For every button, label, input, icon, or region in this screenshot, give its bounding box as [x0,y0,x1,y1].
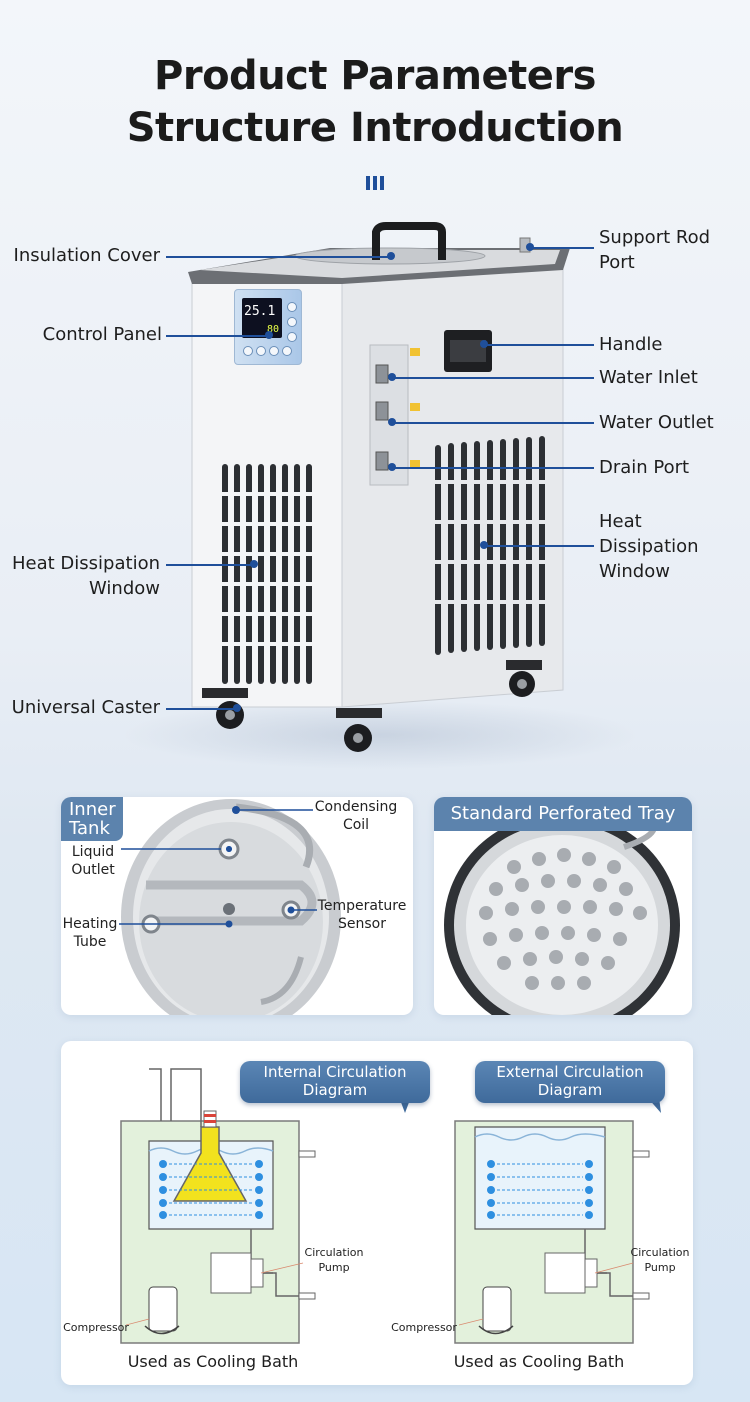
control-panel-box: 25.1 80 [234,289,302,365]
inner-tank-card: Inner Tank Condensing Coil Liquid Outlet… [61,797,413,1015]
caption-right: Used as Cooling Bath [453,1352,625,1371]
label-condensing-line-1: Condensing [314,799,398,815]
label-liquid-line-1: Liquid [71,844,115,860]
label-heat-window-right-2: Dissipation [599,536,699,557]
leader-line [166,564,252,566]
leader-dot [480,541,488,549]
label-control-panel: Control Panel [42,324,162,345]
pump-left-line-1: Circulation [304,1246,364,1259]
label-support-rod-1: Support Rod [599,227,711,248]
inner-tank-photo [119,799,341,1015]
label-temperature-sensor: Temperature Sensor [313,897,411,933]
label-insulation-cover: Insulation Cover [13,245,160,266]
leader-dot [387,252,395,260]
label-universal-caster: Universal Caster [11,697,160,718]
chiller-machine-illustration [188,222,570,752]
leader-dot [250,560,258,568]
label-condensing-coil: Condensing Coil [311,798,401,834]
leader-line [166,708,234,710]
panel-button-icon[interactable] [269,346,279,356]
leader-line [166,335,266,337]
leader-dot [526,243,534,251]
pump-left-line-2: Pump [318,1261,350,1274]
perforated-tray-photo [444,813,680,1015]
leader-line [166,256,388,258]
panel-button-icon[interactable] [287,317,297,327]
leader-dot [388,373,396,381]
label-heating-line-1: Heating [62,916,118,932]
label-heating-line-2: Tube [73,934,107,950]
title-line-2: Structure Introduction [126,105,624,151]
external-circulation-bubble: External Circulation Diagram [475,1061,665,1103]
label-drain-port: Drain Port [599,457,690,478]
screen-sub-value: 80 [266,324,279,335]
internal-bubble-line-2: Diagram [302,1081,368,1099]
label-temp-line-1: Temperature [317,898,407,914]
panel-button-icon[interactable] [287,332,297,342]
label-handle: Handle [599,334,663,355]
label-condensing-line-2: Coil [342,817,370,833]
internal-bubble-line-1: Internal Circulation [263,1063,407,1081]
panel-button-icon[interactable] [243,346,253,356]
title-divider-icon [366,176,384,190]
leader-dot [265,331,273,339]
label-heat-window-right-1: Heat [599,511,642,532]
leader-line [392,377,594,379]
control-screen: 25.1 80 [242,298,282,338]
leader-dot [233,704,241,712]
panel-button-icon[interactable] [282,346,292,356]
inner-tank-tag-line-2: Tank [69,818,110,839]
label-heat-window-left-1: Heat Dissipation [12,553,160,574]
pump-right-line-1: Circulation [630,1246,690,1259]
label-liquid-outlet: Liquid Outlet [63,843,123,879]
title-line-1: Product Parameters [154,53,596,99]
internal-circulation-bubble: Internal Circulation Diagram [240,1061,430,1103]
leader-line [484,344,594,346]
internal-circulation-diagram [120,1068,661,1344]
screen-main-value: 25.1 [244,304,276,319]
label-compressor-left: Compressor [63,1321,129,1334]
leader-line [530,247,594,249]
leader-line [392,422,594,424]
external-bubble-line-1: External Circulation [496,1063,644,1081]
label-water-outlet: Water Outlet [599,412,714,433]
perforated-tray-card: Standard Perforated Tray [434,797,692,1015]
leader-dot [388,418,396,426]
label-support-rod-2: Port [599,252,635,273]
external-bubble-line-2: Diagram [537,1081,603,1099]
label-water-inlet: Water Inlet [599,367,698,388]
circulation-diagrams-card: Internal Circulation Diagram External Ci… [61,1041,693,1385]
label-temp-line-2: Sensor [338,916,386,932]
caption-left: Used as Cooling Bath [127,1352,299,1371]
label-heating-tube: Heating Tube [61,915,119,951]
pump-right-line-2: Pump [644,1261,676,1274]
label-heat-window-left-2: Window [89,578,160,599]
inner-tank-tag-line-1: Inner [69,799,116,820]
leader-dot [388,463,396,471]
inner-tank-tag: Inner Tank [61,797,123,841]
leader-dot [480,340,488,348]
label-liquid-line-2: Outlet [71,862,115,878]
leader-line [484,545,594,547]
leader-line [392,467,594,469]
label-circulation-pump-right: Circulation Pump [623,1245,693,1275]
label-compressor-right: Compressor [391,1321,457,1334]
panel-button-icon[interactable] [287,302,297,312]
perforated-tray-tag: Standard Perforated Tray [434,797,692,831]
panel-button-icon[interactable] [256,346,266,356]
label-heat-window-right-3: Window [599,561,670,582]
label-circulation-pump-left: Circulation Pump [297,1245,371,1275]
